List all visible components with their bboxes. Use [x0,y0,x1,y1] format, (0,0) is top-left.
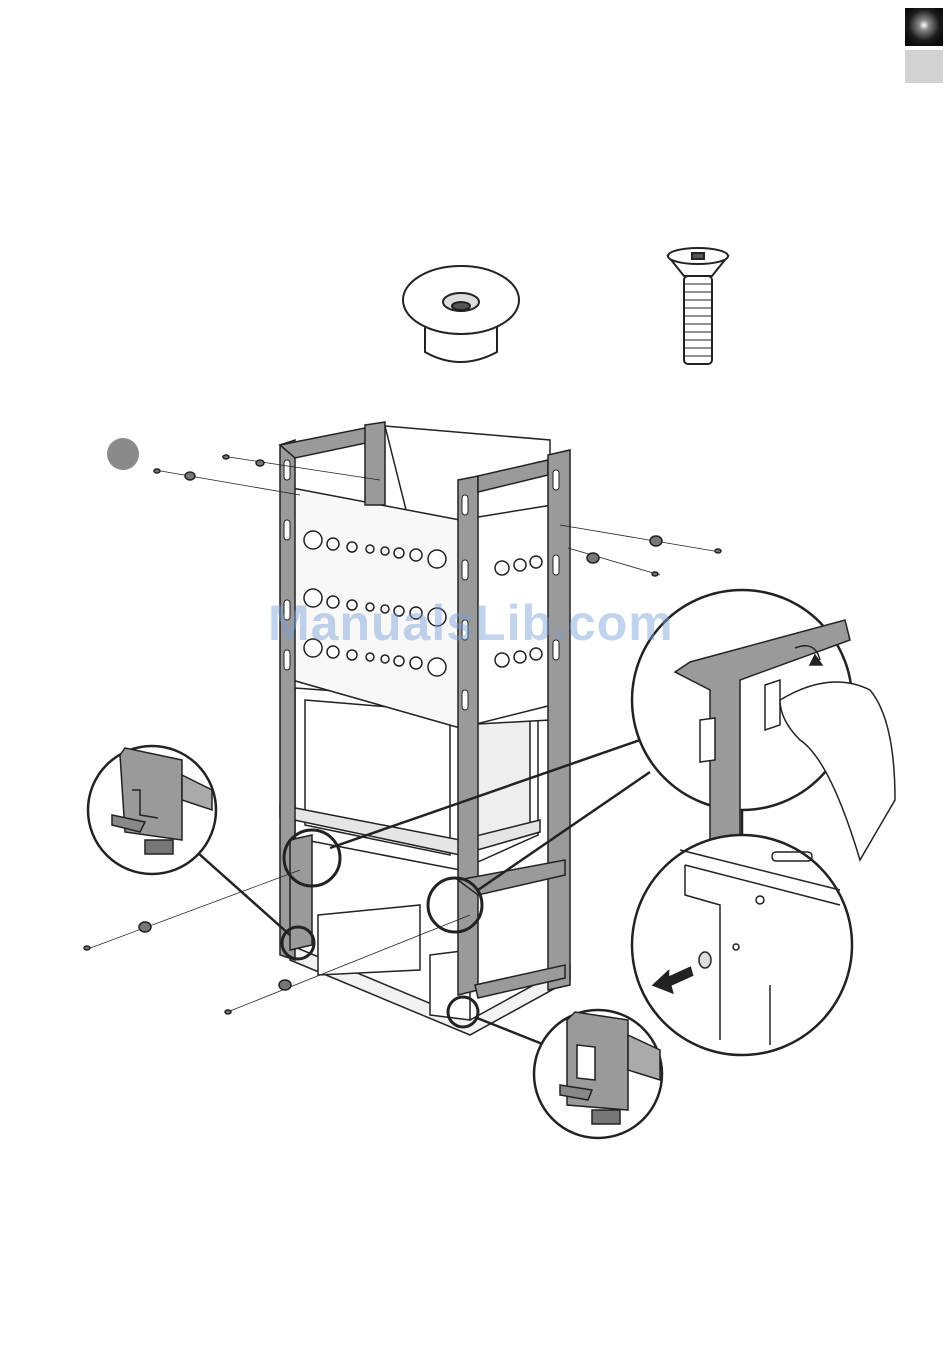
watermark-text: ManualsLib.com [268,594,674,652]
washer-icon [403,266,519,362]
detail-screw-removal [632,835,852,1055]
screw-icon [668,248,728,364]
frame-assembly [84,422,721,1035]
detail-right-foot [534,1010,662,1138]
detail-left-foot [88,746,216,874]
